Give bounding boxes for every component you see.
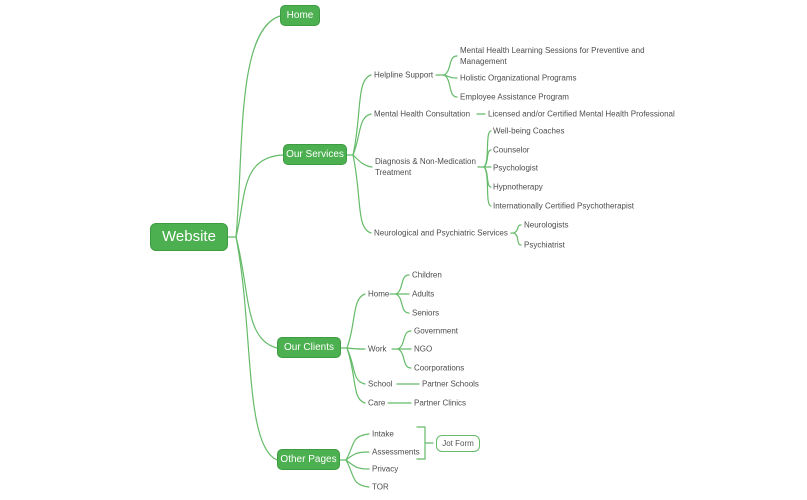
connector-other-privacy: [345, 459, 370, 470]
connector-other-assessments: [345, 451, 370, 461]
leaf-wellbeing-coaches[interactable]: Well-being Coaches: [493, 126, 565, 136]
connector-clients-care: [346, 347, 366, 404]
connector-work-coorporations: [397, 348, 412, 369]
topic-clients-school[interactable]: School: [368, 379, 393, 389]
node-jot-form[interactable]: Jot Form: [436, 435, 480, 452]
node-other-pages[interactable]: Other Pages: [277, 449, 340, 470]
leaf-privacy[interactable]: Privacy: [372, 464, 399, 474]
connector-diagnosis-counselor: [483, 149, 492, 168]
topic-neurological-services[interactable]: Neurological and Psychiatric Services: [374, 228, 508, 238]
leaf-intake[interactable]: Intake: [372, 429, 394, 439]
leaf-children[interactable]: Children: [412, 270, 442, 280]
connector-helpline-eap: [443, 74, 458, 98]
connector-root-other: [235, 236, 278, 461]
leaf-internationally-certified-psychotherapist[interactable]: Internationally Certified Psychotherapis…: [493, 201, 634, 211]
connector-services-helpline: [352, 74, 372, 156]
node-website[interactable]: Website: [150, 223, 228, 251]
connector-other-intake: [345, 433, 370, 461]
connector-services-neuro: [352, 154, 372, 234]
node-our-clients[interactable]: Our Clients: [277, 337, 341, 358]
topic-clients-care[interactable]: Care: [368, 398, 386, 408]
leaf-neurologists[interactable]: Neurologists: [524, 220, 569, 230]
topic-clients-work[interactable]: Work: [368, 344, 387, 354]
leaf-partner-schools[interactable]: Partner Schools: [422, 379, 479, 389]
node-home[interactable]: Home: [280, 5, 320, 26]
leaf-mental-health-learning-sessions[interactable]: Mental Health Learning Sessions for Prev…: [460, 46, 645, 66]
topic-clients-home[interactable]: Home: [368, 289, 390, 299]
leaf-counselor[interactable]: Counselor: [493, 145, 530, 155]
leaf-partner-clinics[interactable]: Partner Clinics: [414, 398, 467, 408]
leaf-ngo[interactable]: NGO: [414, 344, 433, 354]
leaf-coorporations[interactable]: Coorporations: [414, 363, 465, 373]
connector-other-tor: [345, 459, 370, 488]
leaf-psychologist[interactable]: Psychologist: [493, 163, 538, 173]
leaf-employee-assistance-program[interactable]: Employee Assistance Program: [460, 92, 569, 102]
connector-clients-work: [346, 347, 366, 350]
topic-helpline-support[interactable]: Helpline Support: [374, 70, 434, 80]
connector-diagnosis-psychotherapist: [483, 166, 492, 207]
connector-root-services: [235, 154, 284, 238]
leaf-psychiatrist[interactable]: Psychiatrist: [524, 240, 565, 250]
connector-clients-school: [346, 347, 366, 385]
leaf-government[interactable]: Government: [414, 326, 459, 336]
leaf-adults[interactable]: Adults: [412, 289, 435, 299]
leaf-assessments[interactable]: Assessments: [372, 447, 420, 457]
leaf-tor[interactable]: TOR: [372, 482, 389, 492]
connector-services-diagnosis: [352, 154, 373, 168]
connector-root-clients: [235, 236, 278, 349]
summary-bracket: [416, 426, 434, 460]
connector-services-consultation: [352, 113, 372, 156]
connector-chome-children: [395, 274, 410, 295]
connector-clients-home: [346, 293, 366, 349]
topic-diagnosis-treatment[interactable]: Diagnosis & Non-Medication Treatment: [375, 157, 476, 177]
topic-mental-health-consultation[interactable]: Mental Health Consultation: [374, 109, 471, 119]
leaf-seniors[interactable]: Seniors: [412, 308, 440, 318]
connector-neuro-psychiatrist: [513, 232, 522, 246]
connector-neuro-neurologists: [513, 224, 522, 234]
leaf-holistic-organizational-programs[interactable]: Holistic Organizational Programs: [460, 73, 577, 83]
connector-helpline-learning: [443, 55, 458, 76]
connector-root-home: [235, 15, 281, 238]
connector-chome-seniors: [395, 293, 410, 314]
node-our-services[interactable]: Our Services: [283, 144, 347, 165]
connector-work-government: [397, 330, 412, 350]
leaf-licensed-certified-professional[interactable]: Licensed and/or Certified Mental Health …: [488, 109, 675, 119]
leaf-hypnotherapy[interactable]: Hypnotherapy: [493, 182, 543, 192]
